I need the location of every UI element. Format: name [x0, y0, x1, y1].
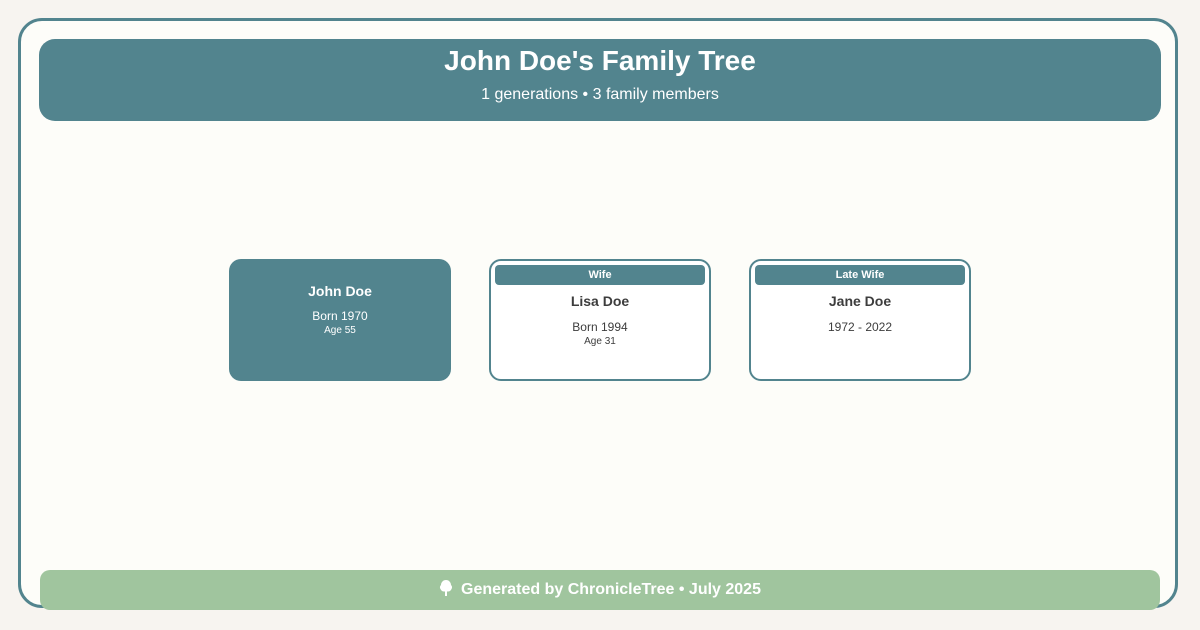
- member-age: Age 55: [324, 325, 356, 336]
- footer-text: Generated by ChronicleTree • July 2025: [461, 581, 761, 598]
- member-name: John Doe: [308, 283, 372, 299]
- relation-badge: Late Wife: [755, 265, 965, 285]
- member-born: Born 1970: [312, 309, 368, 323]
- member-name: Jane Doe: [828, 293, 892, 309]
- tree-icon: [439, 579, 453, 597]
- member-born: Born 1994: [572, 320, 628, 334]
- member-lifespan: 1972 - 2022: [827, 320, 893, 334]
- page-subtitle: 1 generations • 3 family members: [481, 86, 719, 103]
- member-age: Age 31: [584, 336, 616, 347]
- page-title: John Doe's Family Tree: [444, 45, 756, 76]
- member-card-main[interactable]: John Doe Born 1970 Age 55: [229, 259, 451, 381]
- member-card-late-wife[interactable]: Late Wife Jane Doe 1972 - 2022: [749, 259, 971, 381]
- relation-badge: Wife: [495, 265, 705, 285]
- member-name: Lisa Doe: [570, 293, 630, 309]
- member-card-wife[interactable]: Wife Lisa Doe Born 1994 Age 31: [489, 259, 711, 381]
- page-header: John Doe's Family Tree 1 generations • 3…: [39, 39, 1161, 121]
- page-footer: Generated by ChronicleTree • July 2025: [40, 570, 1160, 610]
